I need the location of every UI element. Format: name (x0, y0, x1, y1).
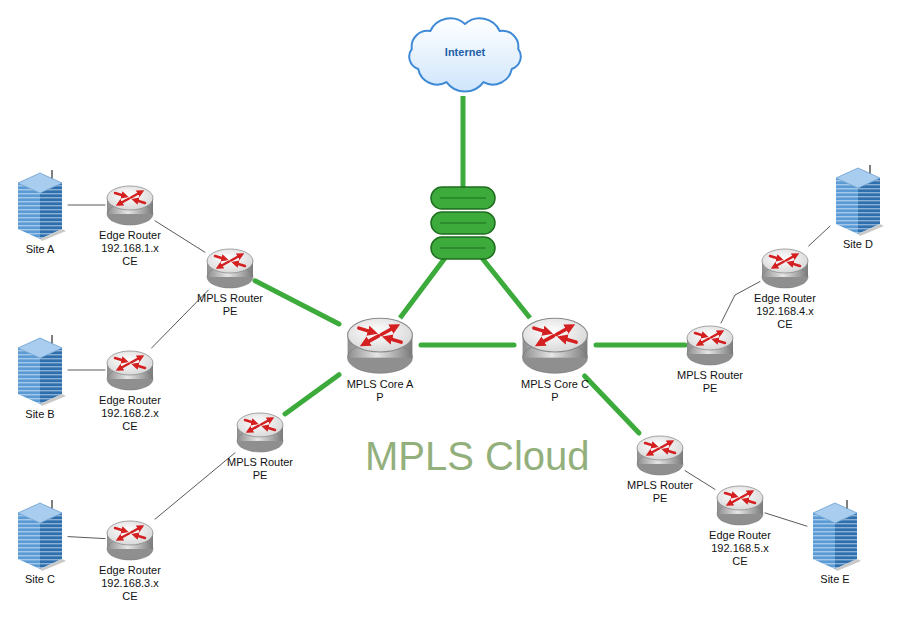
access-link (155, 453, 235, 519)
building-icon (807, 499, 863, 571)
access-link (68, 537, 105, 539)
site-building: Site D (830, 164, 886, 251)
router: Edge Router 192.168.3.x CE (94, 518, 166, 603)
access-link (809, 226, 830, 246)
router: MPLS Router PE (194, 246, 266, 318)
router-icon (715, 483, 765, 527)
internet-link (461, 96, 466, 190)
core-router: MPLS Core A P (339, 314, 421, 404)
site-building: Site B (12, 334, 68, 421)
node-label: Edge Router 192.168.1.x CE (94, 229, 166, 268)
node-label: Site D (830, 238, 886, 251)
router-icon (685, 323, 735, 367)
access-link (68, 205, 105, 206)
router-icon (235, 410, 285, 454)
building-icon (12, 334, 68, 406)
firewall-stack (431, 187, 495, 259)
site-building: Site C (12, 499, 68, 586)
node-label: MPLS Router PE (224, 456, 296, 482)
router-icon (105, 518, 155, 562)
node-label: Edge Router 192.168.5.x CE (704, 529, 776, 568)
router: Edge Router 192.168.2.x CE (94, 348, 166, 433)
node-label: MPLS Core A P (344, 378, 416, 404)
node-label: MPLS Router PE (194, 292, 266, 318)
router-icon (760, 246, 810, 290)
building-icon (830, 164, 886, 236)
router: MPLS Router PE (224, 410, 296, 482)
access-link (155, 221, 205, 253)
router: Edge Router 192.168.4.x CE (749, 246, 821, 331)
building-icon (12, 169, 68, 241)
core-link (596, 343, 685, 348)
site-building: Site E (807, 499, 863, 586)
firewall-link (400, 258, 445, 318)
node-label: MPLS Router PE (624, 479, 696, 505)
router: MPLS Router PE (674, 323, 746, 395)
node-label: Edge Router 192.168.2.x CE (94, 394, 166, 433)
router: MPLS Router PE (624, 433, 696, 505)
node-label: Edge Router 192.168.3.x CE (94, 564, 166, 603)
router-icon (339, 314, 421, 376)
router-icon (105, 183, 155, 227)
node-label: MPLS Core C P (519, 378, 591, 404)
node-label: Site A (12, 243, 68, 256)
firewall-link (482, 258, 530, 318)
router-icon (105, 348, 155, 392)
mpls-cloud: MPLS CloudMPLS Router PEMPLS Core A PMPL… (180, 140, 750, 560)
router-icon (635, 433, 685, 477)
router-icon (514, 314, 596, 376)
node-label: MPLS Router PE (674, 369, 746, 395)
node-label: Site E (807, 573, 863, 586)
access-link (765, 513, 807, 526)
site-building: Site A (12, 169, 68, 256)
node-label: Site C (12, 573, 68, 586)
watermark: MPLS Cloud (365, 433, 590, 479)
node-label: Site B (12, 408, 68, 421)
internet-cloud: Internet (395, 6, 535, 98)
node-label: Edge Router 192.168.4.x CE (749, 292, 821, 331)
router: Edge Router 192.168.5.x CE (704, 483, 776, 568)
core-link (255, 281, 339, 324)
access-link (68, 370, 105, 371)
router: Edge Router 192.168.1.x CE (94, 183, 166, 268)
node-label: Internet (445, 46, 485, 59)
core-link (285, 375, 339, 414)
core-link (421, 343, 514, 348)
core-router: MPLS Core C P (514, 314, 596, 404)
core-link (585, 376, 639, 433)
router-icon (205, 246, 255, 290)
building-icon (12, 499, 68, 571)
